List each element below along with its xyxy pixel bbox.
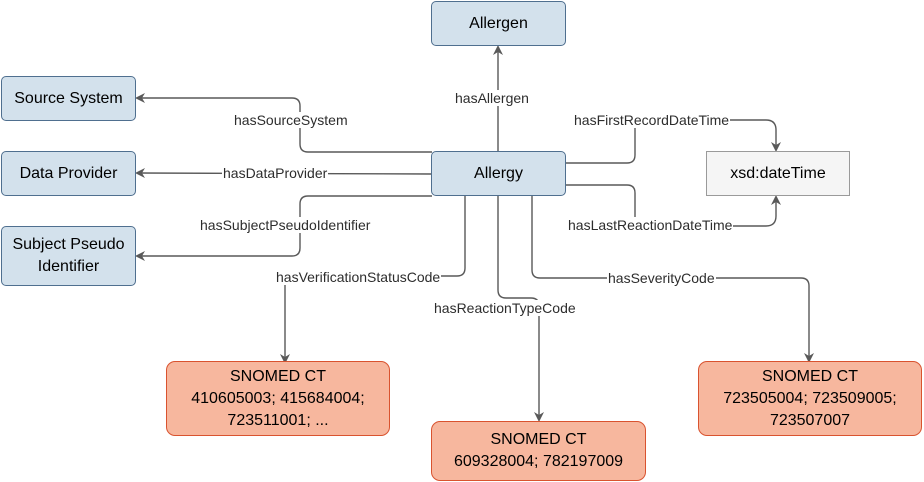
snomed-severity-codes: 723505004; 723509005; 723507007 bbox=[723, 389, 897, 429]
allergen-node[interactable]: Allergen bbox=[431, 1, 566, 46]
edge-label-has-last-reaction-date-time: hasLastReactionDateTime bbox=[567, 217, 734, 233]
edge-label-has-first-record-date-time: hasFirstRecordDateTime bbox=[573, 112, 731, 128]
xsd-datetime-node[interactable]: xsd:dateTime bbox=[706, 151, 850, 196]
subject-pseudo-identifier-node[interactable]: Subject Pseudo Identifier bbox=[1, 226, 136, 286]
edge-label-has-severity-code: hasSeverityCode bbox=[607, 270, 716, 286]
allergy-node[interactable]: Allergy bbox=[431, 151, 566, 196]
edge-label-has-subject-pseudo-identifier: hasSubjectPseudoIdentifier bbox=[199, 217, 372, 233]
source-system-node-label: Source System bbox=[14, 89, 123, 107]
data-provider-node[interactable]: Data Provider bbox=[1, 151, 136, 196]
snomed-reaction-type-node[interactable]: SNOMED CT 609328004; 782197009 bbox=[431, 421, 646, 481]
snomed-severity-node[interactable]: SNOMED CT 723505004; 723509005; 72350700… bbox=[698, 361, 922, 436]
allergy-node-label: Allergy bbox=[474, 164, 523, 182]
edge-label-has-allergen: hasAllergen bbox=[454, 90, 530, 106]
data-provider-node-label: Data Provider bbox=[19, 164, 118, 182]
snomed-reaction-type-codes: 609328004; 782197009 bbox=[453, 453, 624, 470]
source-system-node[interactable]: Source System bbox=[1, 76, 136, 121]
snomed-verification-title: SNOMED CT bbox=[230, 367, 326, 385]
snomed-verification-codes: 410605003; 415684004; 723511001; ... bbox=[191, 389, 365, 429]
edge-label-has-reaction-type-code: hasReactionTypeCode bbox=[433, 300, 577, 316]
snomed-severity-title: SNOMED CT bbox=[762, 367, 858, 385]
edge-label-has-source-system: hasSourceSystem bbox=[233, 112, 349, 128]
xsd-datetime-node-label: xsd:dateTime bbox=[730, 164, 826, 182]
edge-label-has-data-provider: hasDataProvider bbox=[222, 165, 329, 181]
snomed-verification-node[interactable]: SNOMED CT 410605003; 415684004; 72351100… bbox=[166, 361, 390, 436]
subject-pseudo-identifier-node-label: Subject Pseudo Identifier bbox=[12, 236, 125, 275]
edge-label-has-verification-status-code: hasVerificationStatusCode bbox=[275, 269, 442, 285]
allergen-node-label: Allergen bbox=[469, 14, 528, 32]
snomed-reaction-type-title: SNOMED CT bbox=[490, 431, 587, 448]
